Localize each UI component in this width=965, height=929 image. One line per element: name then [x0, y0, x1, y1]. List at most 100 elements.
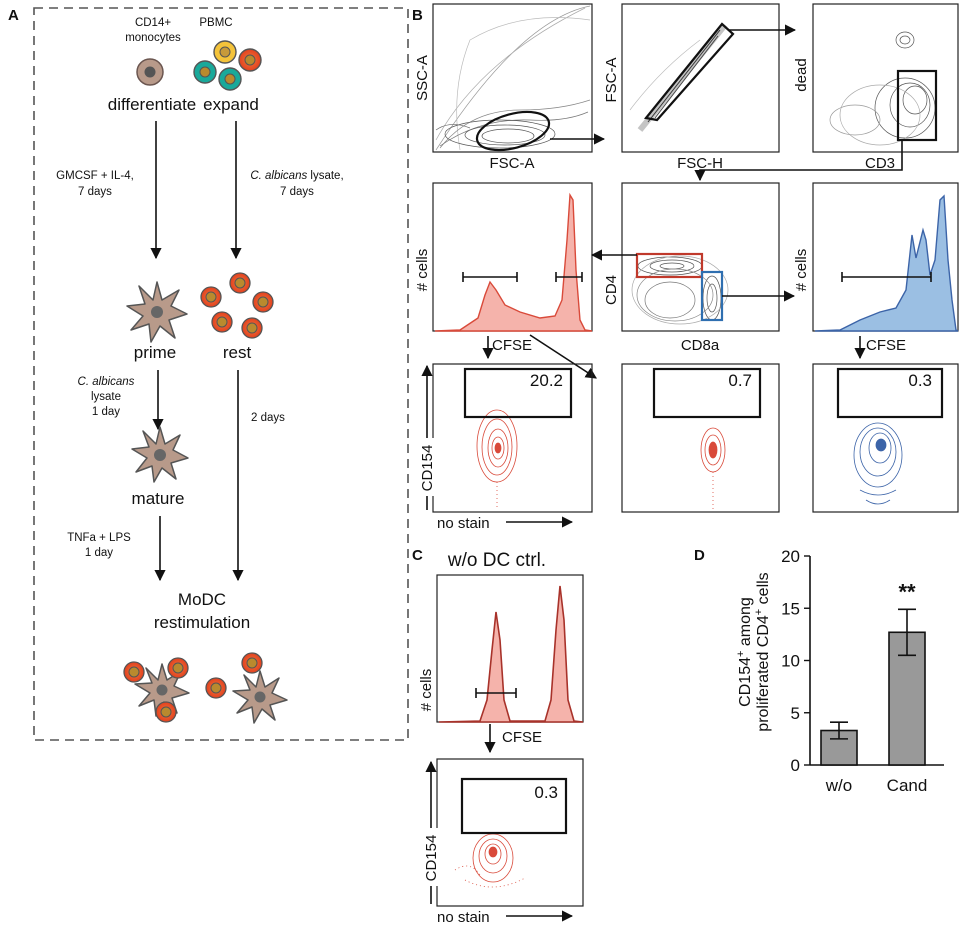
plot-c-cfse-hist: # cells CFSE: [418, 574, 584, 746]
two-days-label: 2 days: [251, 412, 285, 424]
axis-cfse-c: CFSE: [502, 729, 542, 746]
c-proliferated-gate: [475, 688, 517, 698]
modc-label-line2: restimulation: [154, 613, 250, 632]
dendritic-cell-icon-prime: [126, 281, 188, 343]
axis-fsc-a-y: FSC-A: [603, 58, 620, 103]
d-ylabel-line2: proliferated CD4+ cells: [753, 572, 772, 731]
lymphocyte-gate: [475, 110, 551, 152]
plot-c-cd154: 0.3: [436, 758, 584, 907]
proliferated-gate-cd8: [841, 272, 932, 282]
plot-ssc-fsc: SSC-A FSC-A: [414, 3, 593, 172]
live-cd3-gate: [896, 69, 938, 142]
prime-label: prime: [134, 343, 177, 362]
d-ylabel-line1: CD154+ among: [735, 597, 754, 707]
c-cd154-gate: [460, 777, 568, 835]
panel-c: C w/o DC ctrl. # cells CFSE 0.3 CD154 no…: [412, 547, 584, 926]
panel-a: A CD14+ monocytes PBMC differentiate expa…: [8, 7, 409, 741]
undivided-gate-cd4: [555, 272, 583, 282]
rest-label: rest: [223, 343, 252, 362]
panel-b-label: B: [412, 7, 423, 24]
plot-fsc-singlets: FSC-A FSC-H: [603, 3, 780, 172]
panel-c-label: C: [412, 547, 423, 564]
panel-c-title: w/o DC ctrl.: [447, 550, 546, 571]
monocyte-cell-icon: [136, 58, 164, 86]
lysate-label-line1: C. albicans lysate,: [250, 170, 343, 182]
gmcsf-label-line1: GMCSF + IL-4,: [56, 170, 134, 182]
axis-cells-2: # cells: [793, 249, 810, 292]
cd154-gate-2: [652, 367, 762, 419]
axis-no-stain-c: no stain: [437, 909, 490, 926]
axis-cells-1: # cells: [414, 249, 431, 292]
gate-value-1: 20.2: [530, 371, 563, 390]
lysate-label-line2: 7 days: [280, 186, 314, 198]
gate-value-3: 0.3: [908, 371, 932, 390]
proliferated-gate-cd4: [462, 272, 518, 282]
plot-cd4-cfse-hist: # cells CFSE: [414, 182, 593, 354]
c-cfse-histogram: [438, 585, 584, 723]
cd8-cfse-histogram: [814, 194, 959, 332]
axis-cfse-1: CFSE: [492, 337, 532, 354]
lysate-b-line2: lysate: [91, 391, 121, 403]
cd154-gate-1: [463, 367, 573, 419]
monocytes-label: CD14+ monocytes: [125, 17, 181, 44]
bar-chart: 0 5 10 15 20 w/o Cand **: [781, 547, 944, 795]
cd154-axis-mask: [419, 438, 435, 496]
c-cd154-axis-mask: [423, 828, 439, 886]
monocytes-label-line2: monocytes: [125, 32, 181, 44]
pbmc-label: PBMC: [199, 17, 232, 29]
arrow-to-cd4-cd8: [694, 140, 903, 182]
axis-ssc-a: SSC-A: [414, 55, 431, 101]
expand-label: expand: [203, 95, 259, 114]
rested-t-cells-icon: [200, 272, 274, 339]
d-category-label: w/o: [825, 776, 852, 795]
lysate-b-line3: 1 day: [92, 406, 120, 418]
cd4-cfse-histogram: [434, 192, 593, 332]
d-ytick-label: 15: [781, 599, 800, 618]
axis-no-stain: no stain: [437, 515, 490, 532]
d-ytick-label: 5: [791, 704, 800, 723]
axis-cd154: CD154: [419, 445, 436, 492]
cd4-gate: [635, 252, 704, 279]
panel-b: B SSC-A FSC-A: [412, 3, 959, 532]
singlet-gate: [643, 22, 735, 122]
cd154-gate-3: [836, 367, 944, 419]
axis-dead: dead: [793, 58, 810, 91]
panel-a-label: A: [8, 7, 19, 24]
gate-value-2: 0.7: [728, 371, 752, 390]
plot-cd8-cfse-hist: # cells CFSE: [793, 182, 959, 354]
d-ytick-label: 20: [781, 547, 800, 566]
plot-cd4-cd8a: CD4 CD8a: [603, 182, 780, 354]
d-ytick-label: 0: [791, 756, 800, 775]
tnf-label-line2: 1 day: [85, 547, 113, 559]
pbmc-cells-icon: [193, 40, 262, 91]
d-significance: **: [898, 579, 916, 604]
panel-d-label: D: [694, 547, 705, 564]
axis-fsc-h: FSC-H: [677, 155, 723, 172]
axis-cfse-2: CFSE: [866, 337, 906, 354]
axis-cd4: CD4: [603, 275, 620, 305]
gate-value-c: 0.3: [534, 783, 558, 802]
axis-cd8a: CD8a: [681, 337, 720, 354]
dendritic-cell-icon-mature: [131, 426, 189, 483]
plot-cd154-proliferated-cd8: 0.3: [812, 363, 959, 513]
modc-label-line1: MoDC: [178, 590, 226, 609]
workflow-dashed-box: [33, 7, 409, 741]
monocytes-label-line1: CD14+: [135, 17, 171, 29]
d-category-label: Cand: [887, 776, 928, 795]
axis-cells-c: # cells: [418, 669, 435, 712]
arrow-to-cd154-2: [529, 334, 597, 379]
panel-d: D CD154+ among proliferated CD4+ cells 0…: [694, 547, 944, 795]
plot-cd154-proliferated-cd4: 20.2: [432, 363, 593, 513]
plot-cd154-undivided-cd4: 0.7: [621, 363, 780, 513]
axis-fsc-a: FSC-A: [490, 155, 535, 172]
axis-cd154-c: CD154: [423, 835, 440, 882]
plot-dead-cd3: dead CD3: [793, 3, 959, 172]
d-ytick-label: 10: [781, 652, 800, 671]
restimulation-cells-icon: [123, 652, 288, 724]
differentiate-label: differentiate: [108, 95, 197, 114]
tnf-label-line1: TNFa + LPS: [67, 532, 131, 544]
mature-label: mature: [132, 489, 185, 508]
gmcsf-label-line2: 7 days: [78, 186, 112, 198]
lysate-b-line1: C. albicans: [78, 376, 135, 388]
